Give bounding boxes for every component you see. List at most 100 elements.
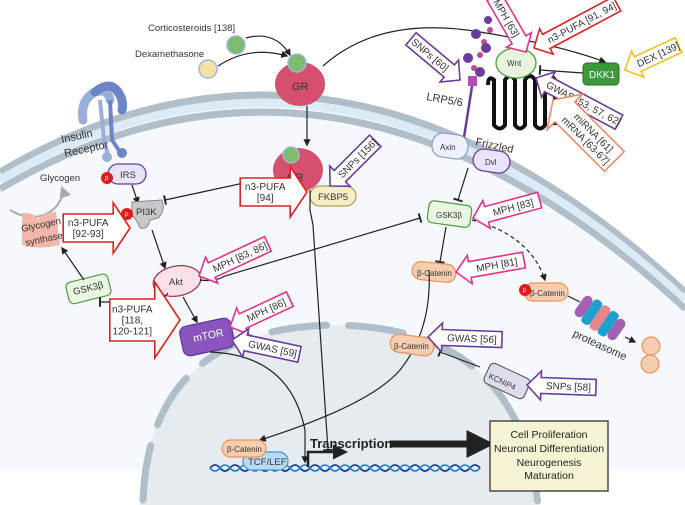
gwas-56-annotation-arrow: GWAS [56] [426, 321, 504, 354]
npufa-92-93-label: n3-PUFA [68, 218, 109, 229]
pi3k-label: PI3K [136, 207, 157, 218]
outcome-1: Cell Proliferation [510, 429, 587, 441]
block-arrow-shape [454, 251, 527, 286]
proteasome-icon [574, 295, 626, 341]
block-arrow-shape [328, 133, 383, 188]
dvl-inhibits-gsk3b [453, 167, 469, 203]
ligand-dexamethasone: Dexamethasone [135, 49, 289, 79]
dkk1-inhibits-wnt [538, 65, 584, 75]
phospho-icon [121, 208, 133, 220]
cell-membrane-inner [0, 108, 685, 312]
block-arrow-shape [230, 327, 303, 364]
outcome-2: Neuronal Differentiation [494, 443, 604, 455]
block-arrow-shape [533, 0, 622, 56]
gr-membrane-label: GR [292, 81, 309, 93]
gsk3b-right-node: GSK3β [426, 200, 473, 228]
npufa-94-label: n3-PUFA [245, 182, 286, 193]
bound-ligand-icon [287, 53, 307, 73]
interventions: MPH [63]SNPs [60]n3-PUFA [91, 94]DEX [13… [62, 0, 683, 402]
phospho-icon [519, 284, 531, 296]
phospho-beta-catenin-label: β-Catenin [530, 289, 565, 298]
corticosteroid-ligand-icon [226, 35, 246, 55]
dkk1-label: DKK1 [589, 70, 616, 81]
beta-catenin-1-node: β-Catenin [411, 261, 457, 283]
outcome-box: Cell Proliferation Neuronal Differentiat… [489, 420, 609, 492]
axin-node: Axin [431, 132, 469, 160]
phospho-beta-catenin-node: β-Catenin P [519, 282, 569, 302]
nucleus [139, 321, 542, 505]
beta-catenin-nucleus-node: β-Catenin [221, 439, 267, 458]
phospho-icon [101, 172, 113, 184]
block-arrow-shape [239, 164, 308, 220]
block-arrow-shape [545, 92, 626, 173]
gsk3b-left-node: GSK3β [65, 273, 112, 305]
dexamethasone-ligand-icon [198, 59, 218, 79]
glycogen-label: Glycogen [40, 173, 80, 184]
npufa-91-94-annotation-arrow: n3-PUFA [91, 94] [533, 0, 622, 56]
degraded-fragment-icon [640, 354, 660, 374]
lrp56-label: LRP5/6 [425, 91, 463, 109]
beta-catenin-nuclear-translocation [258, 269, 430, 442]
pi3k-node: PI3K P [121, 199, 164, 229]
beta-catenin-2-label: β-Catenin [394, 342, 429, 351]
npufa-94-label: [94] [257, 193, 274, 204]
bound-ligand-icon [282, 146, 300, 164]
fkbp5-label: FKBP5 [318, 192, 348, 203]
cell-membrane-gap [0, 99, 685, 303]
kcnip4-inhibits-beta-catenin [437, 347, 481, 368]
mph-81-annotation-arrow: MPH [81] [454, 251, 527, 286]
tcf-lef-label: TCF/LEF [248, 457, 287, 468]
dexamethasone-label: Dexamethasone [135, 49, 204, 60]
glycogen-synthase-node: Glycogen synthase [20, 212, 64, 249]
block-arrow-shape [109, 279, 181, 361]
degraded-fragment-icon [641, 336, 661, 356]
gsk3b-to-glycogen-synthase-arrow [61, 246, 85, 281]
snps-60-annotation-arrow: SNPs [60] [404, 31, 461, 84]
block-arrow-shape [197, 235, 273, 285]
wnt-node: Wnt [495, 47, 537, 79]
transcription-start-arrow [306, 444, 348, 467]
block-arrow-shape [485, 0, 533, 53]
npufa-118-label: [118, [122, 316, 144, 327]
corticosteroids-label: Corticosteroids [138] [148, 23, 235, 34]
mtor-to-transcription-arrow [209, 351, 309, 464]
block-arrow-shape [471, 191, 543, 230]
outcome-4: Maturation [524, 470, 574, 482]
gsk3b-right-label: GSK3β [436, 211, 462, 220]
npufa-118-label: 120-121] [113, 327, 153, 338]
beta-catenin-2-node: β-Catenin [389, 333, 435, 357]
wnt-label: Wnt [507, 59, 522, 68]
gsk3b-phosphorylates-beta-catenin [471, 219, 547, 282]
akt-label: Akt [169, 277, 183, 288]
dex-139-annotation-arrow: DEX [139] [623, 36, 683, 79]
beta-catenin-nucleus-label: β-Catenin [227, 445, 262, 454]
snps-58-label: SNPs [58] [546, 381, 592, 394]
npufa-92-93-label: [92-93] [73, 229, 104, 240]
kcnip4-node: KCNIP4 [483, 362, 531, 400]
irs-label: IRS [120, 170, 136, 181]
outcome-3: Neurogenesis [517, 457, 582, 469]
fkbp5-inhibits-transcription [309, 190, 333, 452]
block-arrow-shape [404, 31, 461, 84]
snps-58-annotation-arrow: SNPs [58] [525, 369, 598, 402]
gwas-56-label: GWAS [56] [447, 333, 497, 346]
block-arrow-shape [62, 200, 131, 256]
pi3k-to-akt-arrow [151, 229, 167, 270]
gr-membrane: GR [275, 53, 325, 106]
npufa-118-annotation-arrow: n3-PUFA[118,120-121] [109, 279, 181, 361]
gsk3b-inhibits-beta-catenin [435, 226, 447, 264]
block-arrow-shape [535, 70, 624, 131]
axin-label: Axin [440, 143, 456, 152]
npufa-118-label: n3-PUFA [112, 305, 153, 316]
gr-receptor-icon [275, 62, 325, 106]
proteasome-degradation-arrow [624, 336, 637, 343]
ligand-corticosteroids: Corticosteroids [138] [148, 23, 291, 57]
npufa-91-94-label: n3-PUFA [91, 94] [546, 1, 619, 47]
phospho-label: P [523, 289, 527, 295]
insulin-receptor: Insulin Receptor [60, 81, 127, 162]
to-proteasome-line [567, 295, 581, 303]
block-arrow-shape [623, 36, 683, 79]
dkk1-node: DKK1 [582, 62, 620, 86]
dvl-label: Dvl [485, 158, 497, 167]
